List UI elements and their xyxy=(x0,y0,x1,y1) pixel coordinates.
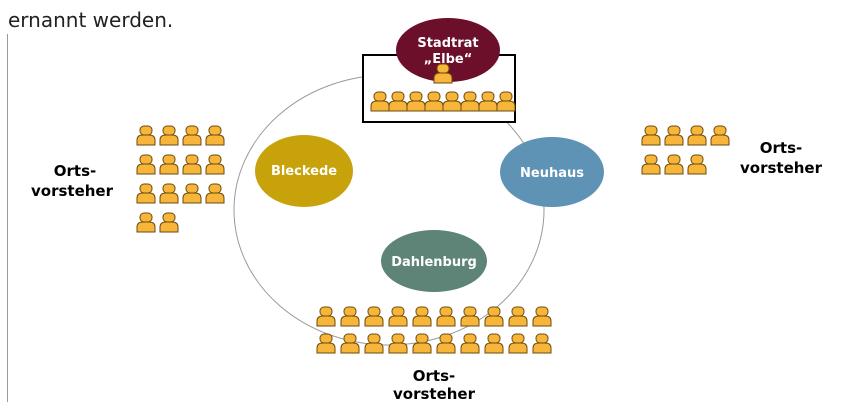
council-member-icon xyxy=(424,91,444,112)
council-chair-icon xyxy=(433,63,453,84)
bottom-person-icon xyxy=(460,306,480,327)
left-group-label-line1: Orts- xyxy=(54,162,96,180)
bottom-group-label-line1: Orts- xyxy=(413,367,455,385)
left-group-label-line2: vorsteher xyxy=(31,182,114,200)
right-person-icon xyxy=(710,125,730,146)
left-person-icon xyxy=(205,183,225,204)
bottom-person-icon xyxy=(484,306,504,327)
council-member-icon xyxy=(388,91,408,112)
left-person-icon xyxy=(159,125,179,146)
left-person-icon xyxy=(159,212,179,233)
council-member-icon xyxy=(406,91,426,112)
left-person-icon xyxy=(136,212,156,233)
right-group-label-line2: vorsteher xyxy=(740,159,823,177)
person-icons xyxy=(136,63,730,354)
left-person-icon xyxy=(182,125,202,146)
left-person-icon xyxy=(182,154,202,175)
left-person-icon xyxy=(136,125,156,146)
right-person-icon xyxy=(687,154,707,175)
council-member-icon xyxy=(496,91,516,112)
district-neuhaus-label: Neuhaus xyxy=(520,166,584,181)
left-border-line xyxy=(7,34,8,402)
left-person-icon xyxy=(159,183,179,204)
left-person-icon xyxy=(182,183,202,204)
district-bleckede xyxy=(255,135,353,207)
bottom-person-icon xyxy=(484,333,504,354)
intro-text: ernannt werden. xyxy=(8,8,174,32)
right-person-icon xyxy=(641,154,661,175)
right-person-icon xyxy=(687,125,707,146)
bottom-person-icon xyxy=(388,333,408,354)
bottom-person-icon xyxy=(340,306,360,327)
district-dahlenburg-label: Dahlenburg xyxy=(391,255,477,270)
bottom-person-icon xyxy=(412,333,432,354)
bottom-person-icon xyxy=(508,333,528,354)
bottom-person-icon xyxy=(532,333,552,354)
bottom-group-label-line2: vorsteher xyxy=(393,385,476,402)
right-group-label-line1: Orts- xyxy=(760,139,802,157)
council-member-icon xyxy=(442,91,462,112)
bottom-person-icon xyxy=(316,306,336,327)
bottom-person-icon xyxy=(436,306,456,327)
left-person-icon xyxy=(159,154,179,175)
right-person-icon xyxy=(664,125,684,146)
right-person-icon xyxy=(641,125,661,146)
bottom-person-icon xyxy=(316,333,336,354)
bottom-person-icon xyxy=(364,333,384,354)
council-member-icon xyxy=(460,91,480,112)
bottom-person-icon xyxy=(388,306,408,327)
bottom-person-icon xyxy=(364,306,384,327)
council-label-line1: Stadtrat xyxy=(417,36,478,51)
district-dahlenburg xyxy=(381,230,487,292)
left-person-icon xyxy=(136,183,156,204)
bottom-person-icon xyxy=(532,306,552,327)
bottom-person-icon xyxy=(460,333,480,354)
bottom-person-icon xyxy=(436,333,456,354)
council-member-icon xyxy=(370,91,390,112)
bottom-person-icon xyxy=(508,306,528,327)
council-ellipse xyxy=(396,18,500,82)
left-person-icon xyxy=(205,125,225,146)
left-person-icon xyxy=(136,154,156,175)
council-label-line2: „Elbe“ xyxy=(424,52,473,67)
district-bleckede-label: Bleckede xyxy=(271,164,337,179)
council-member-icon xyxy=(478,91,498,112)
bottom-person-icon xyxy=(340,333,360,354)
bottom-person-icon xyxy=(412,306,432,327)
left-person-icon xyxy=(205,154,225,175)
right-person-icon xyxy=(664,154,684,175)
district-neuhaus xyxy=(500,137,604,207)
